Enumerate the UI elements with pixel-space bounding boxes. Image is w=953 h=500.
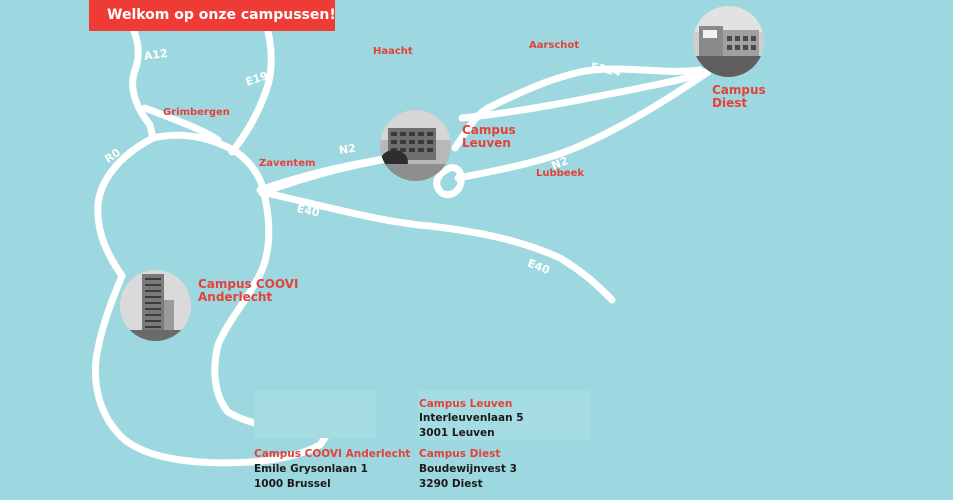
campus-leuven-photo [380,110,451,181]
campus-diest-label: Campus Diest [712,84,766,110]
address-anderlecht-street: Emile Grysonlaan 1 [254,463,368,475]
place-grimbergen: Grimbergen [163,107,230,118]
banner-text: Welkom op onze campussen! [107,7,336,23]
welcome-banner: Welkom op onze campussen! [89,0,336,31]
campus-leuven-line1: Campus [462,123,516,137]
campus-anderlecht-photo [120,270,191,341]
road-leuven-ring [433,164,465,198]
address-anderlecht-title: Campus COOVI Anderlecht [254,448,411,460]
road-grimbergen [141,104,222,144]
address-leuven-city: 3001 Leuven [419,427,495,439]
road-link [458,68,709,122]
place-haacht: Haacht [373,46,413,57]
campus-anderlecht-line1: Campus COOVI [198,277,299,291]
address-anderlecht-city: 1000 Brussel [254,478,331,490]
campus-diest-line1: Campus [712,83,766,97]
road-r0-ring [91,131,334,467]
address-leuven-title: Campus Leuven [419,398,513,410]
place-zaventem: Zaventem [259,158,316,169]
address-diest-city: 3290 Diest [419,478,483,490]
address-diest-street: Boudewijnvest 3 [419,463,517,475]
campus-diest-line2: Diest [712,96,748,110]
campus-diest-photo [693,6,764,77]
address-leuven-street: Interleuvenlaan 5 [419,412,524,424]
campus-leuven-line2: Leuven [462,136,511,150]
address-panel-right [418,390,590,440]
road-e40-east [258,188,616,304]
campus-leuven-label: Campus Leuven [462,124,516,150]
campus-anderlecht-line2: Anderlecht [198,290,273,304]
address-diest-title: Campus Diest [419,448,501,460]
place-aarschot: Aarschot [529,40,580,51]
place-lubbeek: Lubbeek [536,168,585,179]
road-label-n2-west: N2 [338,141,357,157]
campus-anderlecht-label: Campus COOVI Anderlecht [198,278,299,304]
road-n2-east [454,68,712,182]
address-panel-left [254,390,376,438]
